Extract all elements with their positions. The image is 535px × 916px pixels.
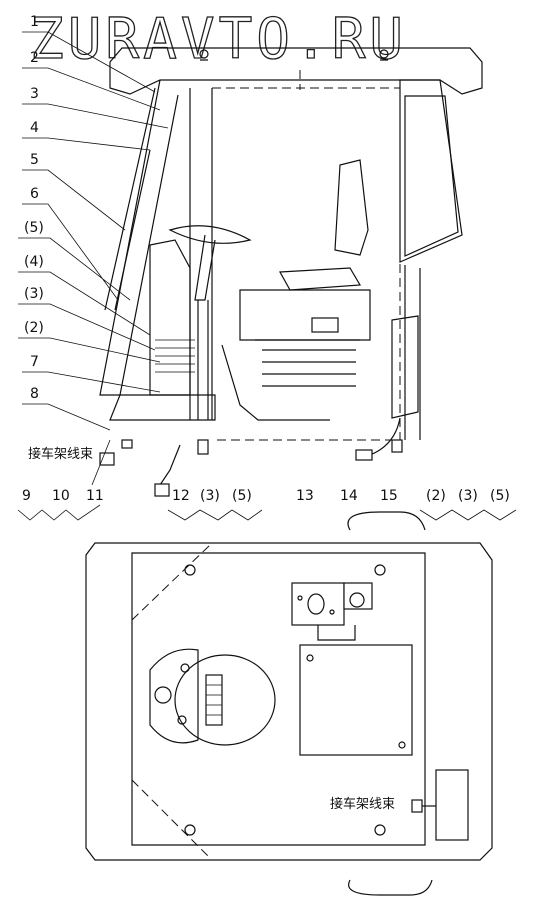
- callout-2b: (2): [24, 320, 44, 336]
- callout-8: 8: [30, 386, 39, 402]
- callout-13: 13: [296, 488, 314, 504]
- callout-7: 7: [30, 354, 39, 370]
- callout-3: 3: [30, 86, 39, 102]
- callout-3c: (3): [200, 488, 220, 504]
- callout-3b: (3): [24, 286, 44, 302]
- callout-5c: (5): [232, 488, 252, 504]
- callout-2d: (2): [426, 488, 446, 504]
- callout-5d: (5): [490, 488, 510, 504]
- callout-12: 12: [172, 488, 190, 504]
- callout-4b: (4): [24, 254, 44, 270]
- callout-5b: (5): [24, 220, 44, 236]
- leader-lines: [18, 31, 169, 431]
- callout-10: 10: [52, 488, 70, 504]
- harness-note-left: 接车架线束: [28, 446, 93, 462]
- callout-14: 14: [340, 488, 358, 504]
- callout-15: 15: [380, 488, 398, 504]
- watermark-text: ZURAVTO.RU: [30, 7, 407, 72]
- callout-5: 5: [30, 152, 39, 168]
- callout-11: 11: [86, 488, 104, 504]
- callout-2: 2: [30, 50, 39, 66]
- cab-elevation: [91, 47, 483, 497]
- harness-note-plan: 接车架线束: [330, 796, 395, 812]
- callout-4: 4: [30, 120, 39, 136]
- callouts-left: 1 2 3 4 5 6 (5) (4) (3) (2) 7 8: [24, 14, 44, 402]
- cab-plan: [85, 511, 493, 896]
- callouts-bottom: 9 10 11 12 (3) (5) 13 14 15 (2) (3) (5): [17, 488, 517, 521]
- callout-3d: (3): [458, 488, 478, 504]
- callout-1: 1: [30, 14, 39, 30]
- callout-6: 6: [30, 186, 39, 202]
- callout-9: 9: [22, 488, 31, 504]
